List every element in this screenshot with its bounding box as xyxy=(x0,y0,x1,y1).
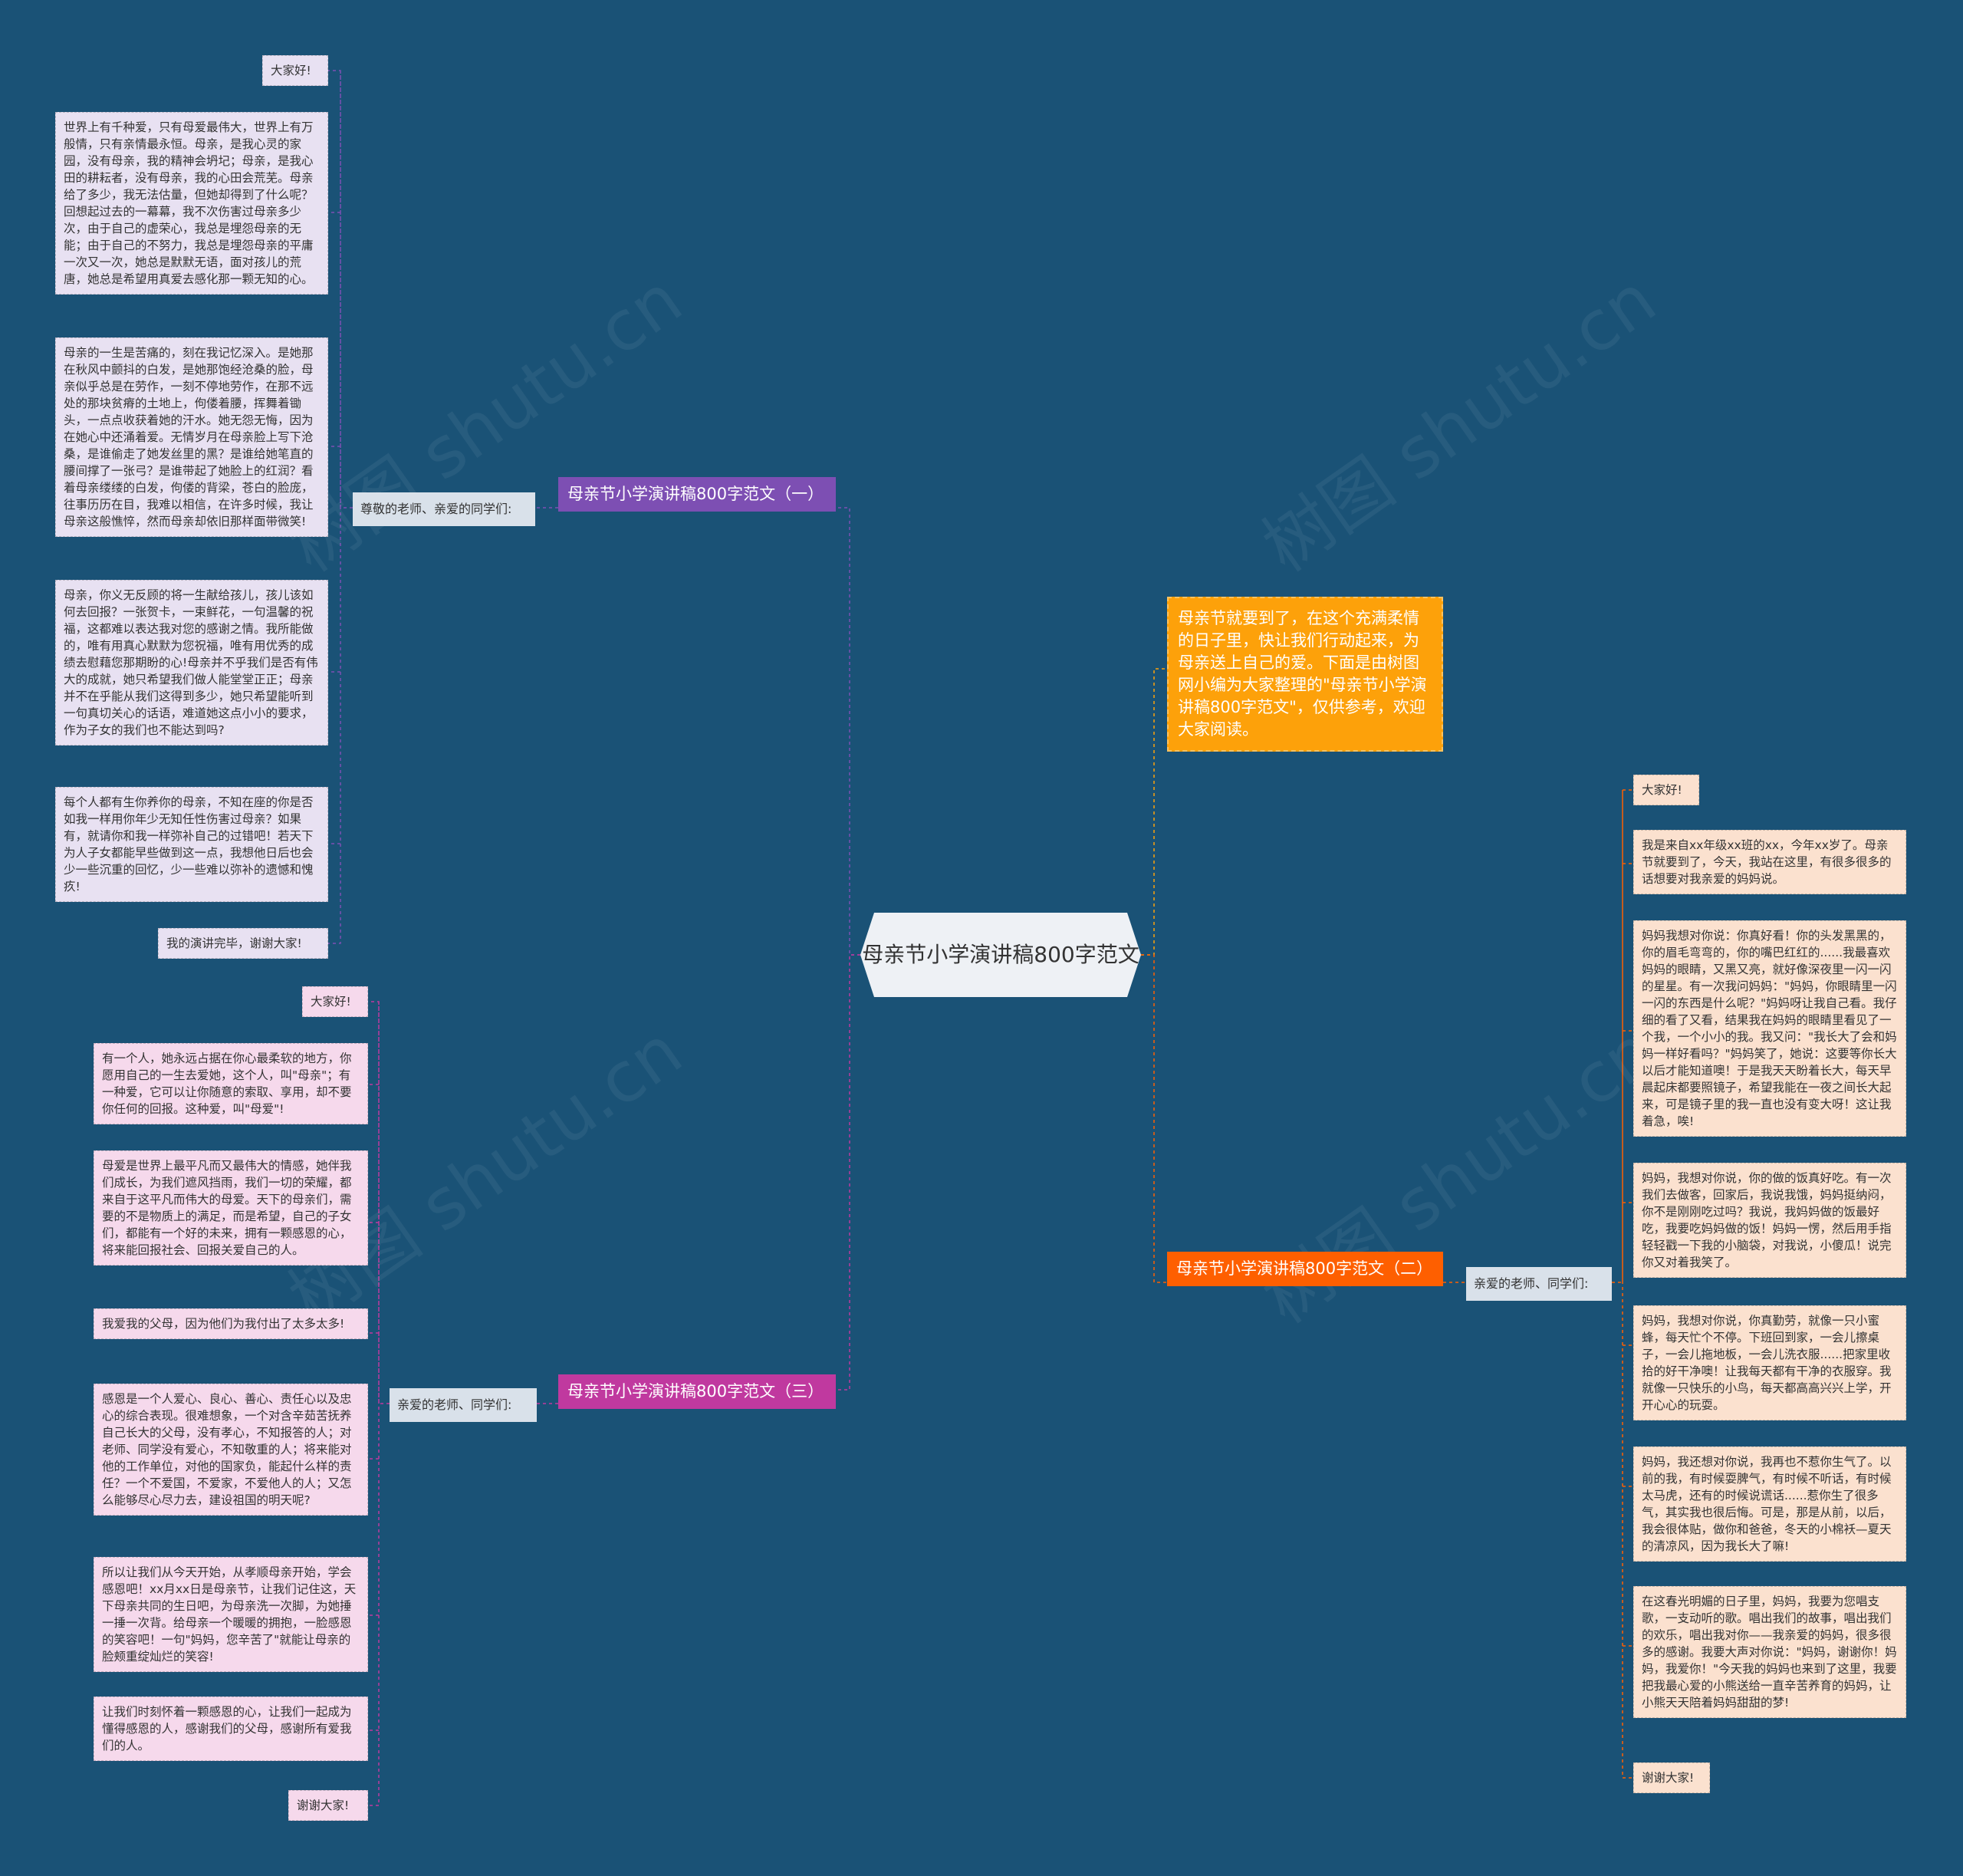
branch-3-item[interactable]: 有一个人，她永远占据在你心最柔软的地方，你愿用自己的一生去爱她，这个人，叫"母亲… xyxy=(94,1043,368,1124)
branch-2-title[interactable]: 母亲节小学演讲稿800字范文（二） xyxy=(1167,1252,1443,1286)
branch-3-item[interactable]: 母爱是世界上最平凡而又最伟大的情感，她伴我们成长，为我们遮风挡雨，我们一切的荣耀… xyxy=(94,1150,368,1265)
branch-2-item[interactable]: 在这春光明媚的日子里，妈妈，我要为您唱支歌，一支动听的歌。唱出我们的故事，唱出我… xyxy=(1633,1586,1906,1718)
branch-2-item[interactable]: 妈妈，我还想对你说，我再也不惹你生气了。以前的我，有时候耍脾气，有时候不听话，有… xyxy=(1633,1446,1906,1562)
branch-2-item[interactable]: 大家好! xyxy=(1633,775,1699,805)
branch-1-greeting[interactable]: 尊敬的老师、亲爱的同学们: xyxy=(353,492,535,526)
branch-1-title[interactable]: 母亲节小学演讲稿800字范文（一） xyxy=(558,477,836,512)
branch-3-item[interactable]: 大家好! xyxy=(302,986,368,1017)
branch-3-item[interactable]: 所以让我们从今天开始，从孝顺母亲开始，学会感恩吧！xx月xx日是母亲节，让我们记… xyxy=(94,1557,368,1672)
branch-1-item[interactable]: 母亲，你义无反顾的将一生献给孩儿，孩儿该如何去回报？一张贺卡，一束鲜花，一句温馨… xyxy=(55,580,328,745)
branch-2-item[interactable]: 妈妈我想对你说：你真好看！你的头发黑黑的，你的眉毛弯弯的，你的嘴巴红红的....… xyxy=(1633,920,1906,1137)
branch-2-item[interactable]: 妈妈，我想对你说，你真勤劳，就像一只小蜜蜂，每天忙个不停。下班回到家，一会儿擦桌… xyxy=(1633,1305,1906,1420)
branch-1-item[interactable]: 母亲的一生是苦痛的，刻在我记忆深入。是她那在秋风中颤抖的白发，是她那饱经沧桑的脸… xyxy=(55,337,328,537)
root-node[interactable]: 母亲节小学演讲稿800字范文 xyxy=(860,913,1141,997)
branch-1-item[interactable]: 每个人都有生你养你的母亲，不知在座的你是否如我一样用你年少无知任性伤害过母亲？如… xyxy=(55,787,328,902)
branch-2-greeting[interactable]: 亲爱的老师、同学们: xyxy=(1466,1267,1612,1301)
branch-2-item[interactable]: 谢谢大家! xyxy=(1633,1762,1710,1793)
branch-2-item[interactable]: 妈妈，我想对你说，你的做的饭真好吃。有一次我们去做客，回家后，我说我饿，妈妈挺纳… xyxy=(1633,1163,1906,1278)
branch-3-greeting[interactable]: 亲爱的老师、同学们: xyxy=(390,1388,537,1422)
branch-1-item[interactable]: 大家好! xyxy=(262,55,328,86)
branch-2-item[interactable]: 我是来自xx年级xx班的xx，今年xx岁了。母亲节就要到了，今天，我站在这里，有… xyxy=(1633,830,1906,894)
branch-3-item[interactable]: 我爱我的父母，因为他们为我付出了太多太多! xyxy=(94,1308,368,1339)
intro-node[interactable]: 母亲节就要到了，在这个充满柔情的日子里，快让我们行动起来，为母亲送上自己的爱。下… xyxy=(1167,597,1443,752)
branch-1-item[interactable]: 我的演讲完毕，谢谢大家! xyxy=(158,928,328,959)
branch-3-item[interactable]: 谢谢大家! xyxy=(288,1790,368,1821)
branch-3-title[interactable]: 母亲节小学演讲稿800字范文（三） xyxy=(558,1374,836,1409)
branch-3-item[interactable]: 让我们时刻怀着一颗感恩的心，让我们一起成为懂得感恩的人，感谢我们的父母，感谢所有… xyxy=(94,1697,368,1761)
branch-1-item[interactable]: 世界上有千种爱，只有母爱最伟大，世界上有万般情，只有亲情最永恒。母亲，是我心灵的… xyxy=(55,112,328,295)
branch-3-item[interactable]: 感恩是一个人爱心、良心、善心、责任心以及忠心的综合表现。很难想象，一个对含辛茹苦… xyxy=(94,1384,368,1516)
